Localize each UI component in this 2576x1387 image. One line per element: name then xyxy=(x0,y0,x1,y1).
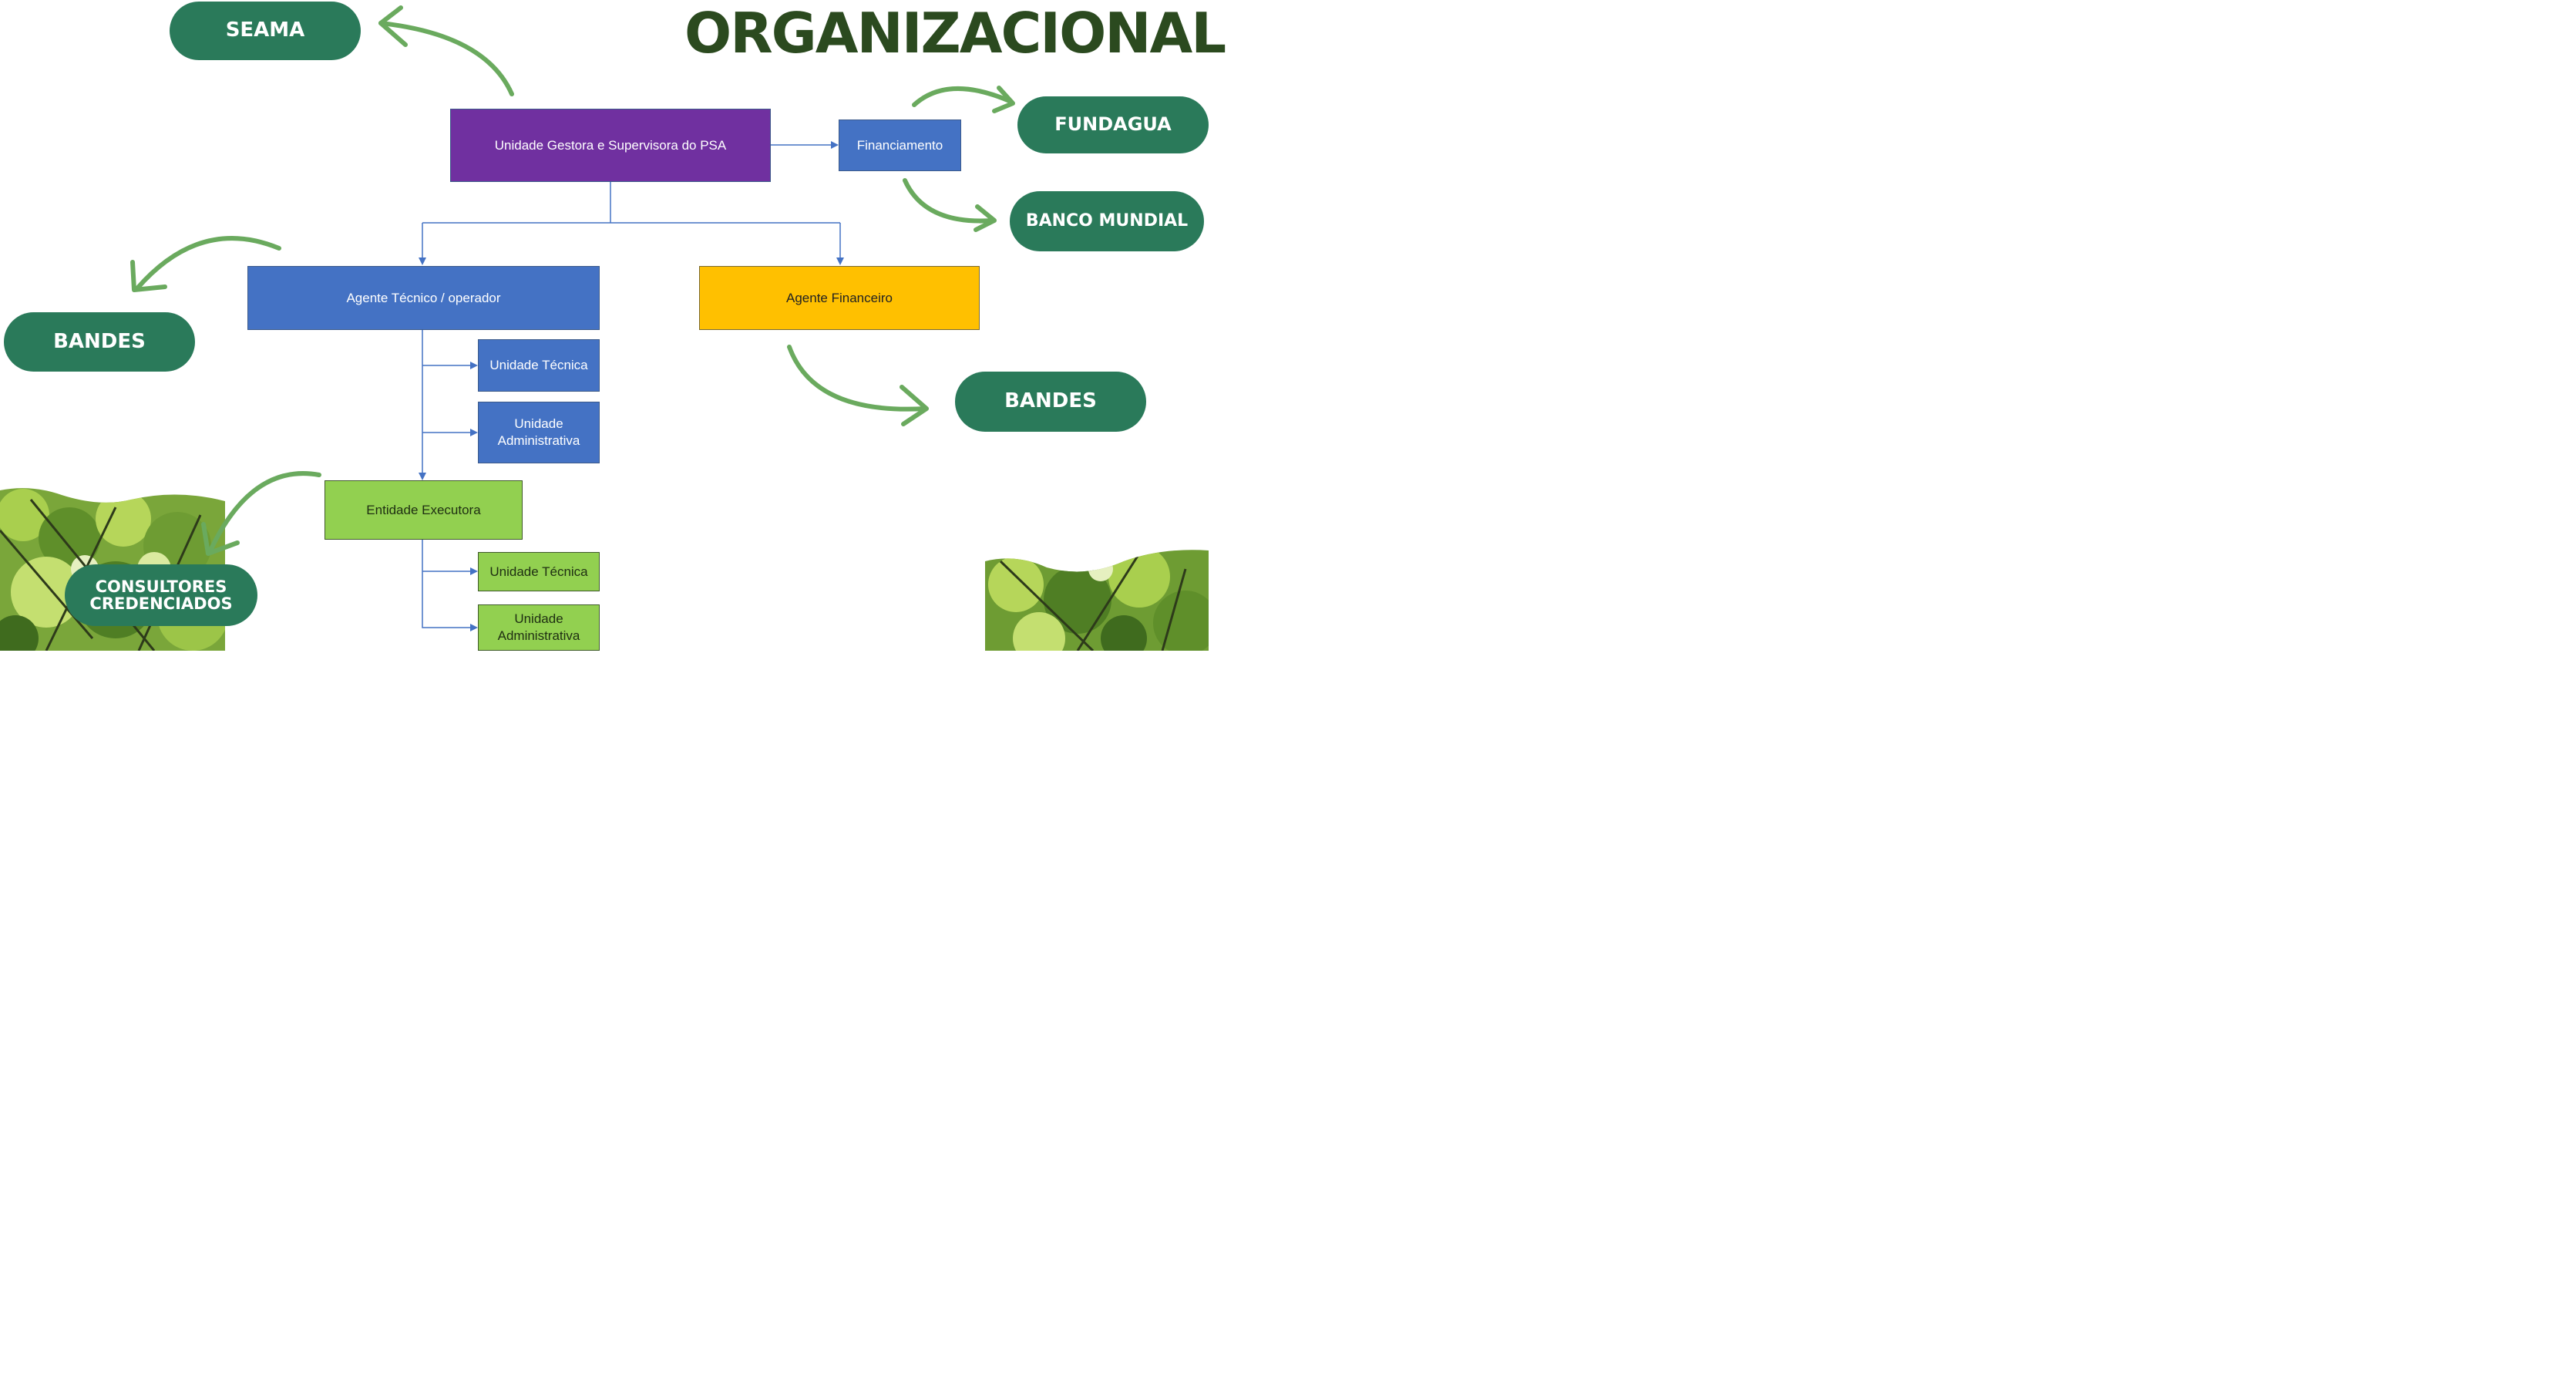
pill-consultores-credenciados: CONSULTORES CREDENCIADOS xyxy=(65,564,257,626)
foliage-right-image xyxy=(985,546,1209,651)
curved-arrow-to-bandes-left xyxy=(130,236,281,292)
curved-arrow-to-banco-mundial xyxy=(903,178,997,232)
connector-executora-trunk xyxy=(422,540,478,631)
diagram-connectors xyxy=(130,5,1015,631)
box-unidade-admin-2-line1: Unidade xyxy=(514,611,563,626)
pill-seama-label: SEAMA xyxy=(225,19,305,42)
pill-banco-mundial-label: BANCO MUNDIAL xyxy=(1025,211,1189,231)
box-entidade-executora-label: Entidade Executora xyxy=(366,502,481,517)
curved-arrow-to-consultores xyxy=(201,471,321,556)
box-unidade-administrativa-1: Unidade Administrativa xyxy=(478,402,600,463)
box-unidade-gestora: Unidade Gestora e Supervisora do PSA xyxy=(450,109,771,182)
box-unidade-admin-1-line1: Unidade xyxy=(514,416,563,431)
box-unidade-admin-2-line2: Administrativa xyxy=(497,628,580,643)
pill-fundagua: FUNDAGUA xyxy=(1017,96,1209,153)
page-title: ORGANIZACIONAL xyxy=(684,1,1226,66)
box-agente-financeiro-label: Agente Financeiro xyxy=(786,290,893,305)
pill-bandes-right: BANDES xyxy=(955,372,1146,432)
box-unidade-tecnica-2: Unidade Técnica xyxy=(478,552,600,591)
box-unidade-tecnica-2-label: Unidade Técnica xyxy=(489,564,588,579)
curved-arrow-to-fundagua xyxy=(912,86,1015,113)
pill-bandes-left-label: BANDES xyxy=(53,329,146,353)
pill-banco-mundial: BANCO MUNDIAL xyxy=(1010,191,1204,251)
pill-bandes-left: BANDES xyxy=(4,312,195,372)
pill-seama: SEAMA xyxy=(170,2,361,60)
box-entidade-executora: Entidade Executora xyxy=(325,480,523,540)
box-unidade-administrativa-2: Unidade Administrativa xyxy=(478,604,600,651)
box-financiamento-label: Financiamento xyxy=(856,137,943,153)
box-agente-tecnico-label: Agente Técnico / operador xyxy=(346,290,501,305)
pill-fundagua-label: FUNDAGUA xyxy=(1054,113,1172,136)
curved-arrows xyxy=(130,5,1015,556)
box-financiamento: Financiamento xyxy=(839,120,961,171)
org-connector-lines xyxy=(419,141,844,631)
box-agente-financeiro: Agente Financeiro xyxy=(699,266,980,330)
curved-arrow-to-seama xyxy=(378,5,514,96)
box-unidade-tecnica-1: Unidade Técnica xyxy=(478,339,600,392)
box-agente-tecnico: Agente Técnico / operador xyxy=(247,266,600,330)
pill-consultores-line1: CONSULTORES xyxy=(95,577,227,596)
box-unidade-tecnica-1-label: Unidade Técnica xyxy=(489,358,588,372)
pill-bandes-right-label: BANDES xyxy=(1004,389,1097,413)
box-unidade-gestora-label: Unidade Gestora e Supervisora do PSA xyxy=(494,137,727,153)
box-unidade-admin-1-line2: Administrativa xyxy=(497,433,580,448)
curved-arrow-to-bandes-right xyxy=(787,345,929,426)
pill-consultores-line2: CREDENCIADOS xyxy=(89,594,233,613)
